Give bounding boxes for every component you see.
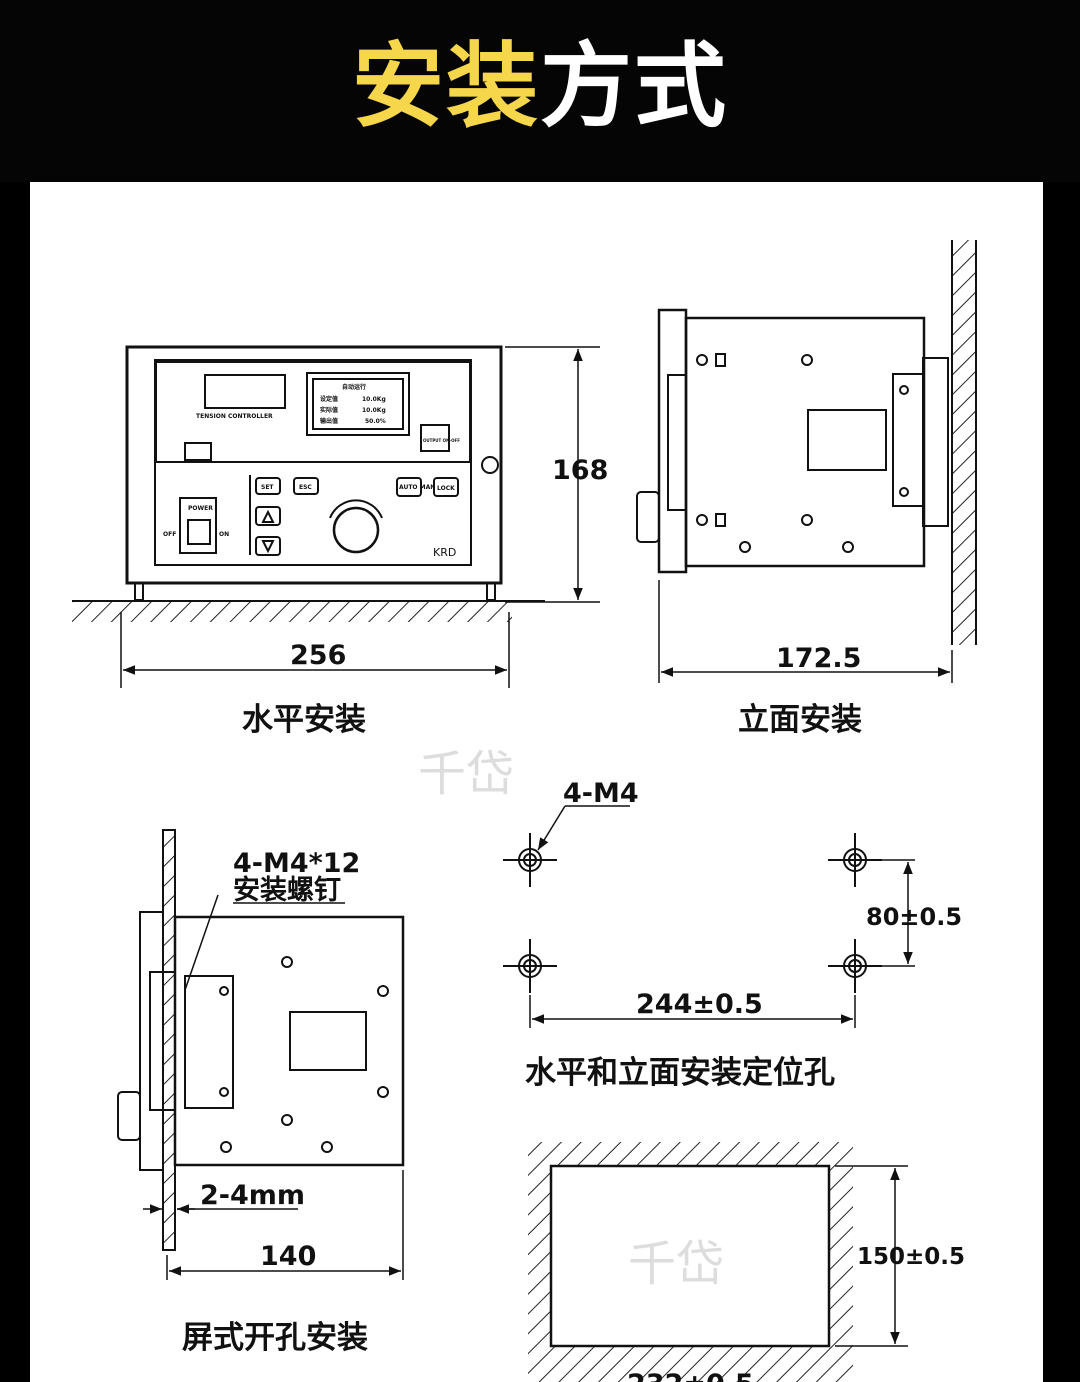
hole-spec: 4-M4 — [563, 778, 639, 809]
off-label: OFF — [163, 531, 176, 538]
output-button: OUTPUT ON-OFF — [423, 438, 460, 443]
height-dimension: 168 — [552, 455, 608, 486]
vertical-spacing: 80±0.5 — [866, 903, 962, 931]
holes-caption: 水平和立面安装定位孔 — [525, 1055, 835, 1091]
screw-label: 安装螺钉 — [233, 875, 341, 906]
esc-button: ESC — [299, 484, 312, 491]
watermark: 千岱 — [418, 746, 514, 802]
panel-cut-caption: 屏式开孔安装 — [182, 1320, 368, 1356]
panel-logo: KRD — [433, 546, 456, 559]
lcd-value-2: 10.0Kg — [362, 407, 386, 414]
lcd-value-1: 10.0Kg — [362, 396, 386, 403]
screw-spec: 4-M4*12 — [233, 848, 360, 879]
vertical-install-view — [636, 240, 977, 683]
thickness-dimension: 2-4mm — [200, 1180, 305, 1211]
watermark-cutout: 千岱 — [628, 1236, 724, 1292]
on-label: ON — [219, 531, 229, 538]
vertical-caption: 立面安装 — [738, 702, 862, 738]
horizontal-spacing: 244±0.5 — [636, 989, 763, 1020]
lcd-label-2: 实际值 — [320, 406, 338, 414]
title-rest: 方式 — [540, 33, 729, 140]
depth-dimension: 172.5 — [776, 643, 861, 674]
horizontal-install-view — [72, 345, 600, 688]
cutout-view — [528, 1142, 908, 1382]
horizontal-caption: 水平安装 — [242, 702, 366, 738]
panel-depth-dimension: 140 — [260, 1241, 316, 1272]
lcd-title: 自动运行 — [342, 383, 366, 391]
set-button: SET — [261, 484, 274, 491]
lcd-value-3: 50.0% — [365, 418, 386, 425]
lcd-label-3: 输出值 — [320, 417, 338, 425]
page-title: 安装方式 — [352, 41, 728, 133]
cutout-width: 232±0.5 — [627, 1369, 754, 1382]
power-label: POWER — [188, 505, 213, 512]
panel-cut-install-view — [117, 829, 405, 1280]
cutout-height: 150±0.5 — [857, 1244, 965, 1270]
mounting-holes-view — [503, 805, 915, 1028]
lock-button: LOCK — [437, 485, 455, 492]
auto-man-button: AUTO MAN — [399, 484, 435, 491]
width-dimension: 256 — [290, 640, 346, 671]
header: 安装方式 — [0, 0, 1080, 182]
lcd-label-1: 设定值 — [320, 395, 338, 403]
title-highlight: 安装 — [351, 33, 540, 140]
panel-brand: TENSION CONTROLLER — [196, 413, 273, 420]
